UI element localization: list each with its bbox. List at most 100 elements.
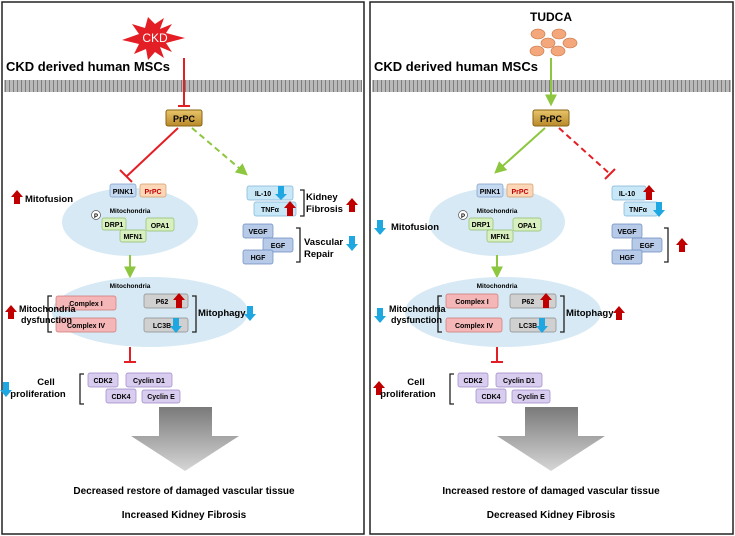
right-dysfunction-down-arrow — [374, 308, 386, 323]
right-cycline-label: Cyclin E — [517, 394, 545, 401]
right-prpc-activate-line — [494, 127, 546, 174]
left-cdk4-box — [105, 388, 137, 404]
left-dysfunction-label-2: dysfunction — [21, 315, 72, 325]
right-mfn1-label: MFN1 — [490, 234, 509, 241]
left-pink1-label: PINK1 — [113, 189, 134, 196]
left-cyclind1-label: Cyclin D1 — [133, 378, 165, 385]
left-outcome-1: Decreased restore of damaged vascular ti… — [73, 486, 295, 497]
right-opa1-label: OPA1 — [518, 223, 537, 230]
right-mito-top-label: Mitochondria — [477, 208, 518, 215]
left-prpc-mito-box — [139, 183, 167, 198]
left-tnfa-box — [253, 201, 297, 217]
right-cdk4-label: CDK4 — [481, 394, 500, 401]
left-opa1-box — [145, 217, 175, 232]
right-dysfunction-label-1: Mitochondria — [389, 304, 446, 314]
left-complex4-box — [55, 317, 117, 333]
left-hgf-box — [242, 249, 274, 265]
left-prolif-down-arrow — [0, 382, 12, 397]
left-cyclind1-box — [125, 372, 173, 388]
right-prpc-inhibit-dashed — [558, 127, 611, 175]
right-mfn1-box — [486, 229, 514, 243]
right-prolif-bracket — [449, 373, 454, 405]
left-mitophagy-label: Mitophagy — [198, 308, 246, 319]
left-vascular-down-arrow — [346, 236, 358, 251]
left-repair-label: Repair — [304, 249, 334, 260]
right-lc3b-label: LC3B — [519, 323, 537, 330]
right-cycline-box — [511, 389, 551, 404]
left-mito-top-ellipse — [62, 188, 198, 256]
right-prpc-inhibit-bar — [604, 168, 616, 180]
right-mito-top-ellipse — [429, 188, 565, 256]
left-p62-label: P62 — [156, 299, 169, 306]
right-pink1-box — [476, 183, 504, 198]
right-cell-prolif-label-2: proliferation — [380, 389, 436, 400]
right-il10-label: IL-10 — [619, 191, 635, 198]
left-cycline-box — [141, 389, 181, 404]
left-mfn1-label: MFN1 — [123, 234, 142, 241]
left-prolif-bracket — [79, 373, 84, 405]
left-dysfunction-label-1: Mitochondria — [19, 304, 76, 314]
right-vegf-box — [611, 223, 643, 239]
left-phospho-circle — [91, 210, 101, 220]
left-cdk4-label: CDK4 — [111, 394, 130, 401]
right-vegf-label: VEGF — [617, 229, 637, 236]
left-drp1-label: DRP1 — [105, 222, 124, 229]
right-prpc-label: PrPC — [540, 114, 563, 124]
right-prolif-up-arrow — [373, 381, 385, 395]
right-tnfa-down-arrow — [653, 202, 665, 217]
right-outcome-arrow — [497, 407, 605, 471]
right-cell-prolif-label-1: Cell — [407, 377, 424, 388]
left-complex1-label: Complex I — [69, 301, 103, 308]
right-vascular-bracket — [664, 227, 669, 263]
right-mitofusion-label: Mitofusion — [391, 222, 439, 233]
right-complex1-box — [445, 293, 499, 309]
right-prpc-receptor — [532, 109, 570, 127]
left-egf-label: EGF — [271, 243, 286, 250]
left-egf-box — [262, 237, 294, 253]
right-mitophagy-bracket — [560, 295, 565, 333]
left-outcome-2: Increased Kidney Fibrosis — [122, 510, 247, 521]
tudca-label: TUDCA — [530, 10, 572, 24]
right-pink1-label: PINK1 — [480, 189, 501, 196]
left-p62-up-arrow — [173, 293, 185, 308]
right-prpc-mito-label: PrPC — [511, 189, 528, 196]
right-outcome-2: Decreased Kidney Fibrosis — [487, 510, 616, 521]
ckd-label: CKD — [142, 31, 168, 45]
right-mitofusion-down-arrow — [374, 220, 386, 235]
right-egf-label: EGF — [640, 243, 655, 250]
left-panel — [1, 1, 365, 535]
left-cdk2-label: CDK2 — [93, 378, 112, 385]
left-panel-content: CKD CKD derived human MSCs PrPC PINK1 Pr… — [0, 17, 358, 521]
right-phospho-label: P — [461, 214, 465, 220]
left-hgf-label: HGF — [251, 255, 267, 262]
right-drp1-label: DRP1 — [472, 222, 491, 229]
right-cdk4-box — [475, 388, 507, 404]
left-fibrosis-bracket — [300, 189, 305, 217]
left-mito-bottom-label: Mitochondria — [110, 283, 151, 290]
left-dysfunction-bracket — [47, 295, 52, 333]
right-cyclind1-box — [495, 372, 543, 388]
right-cdk2-box — [457, 372, 489, 388]
left-vascular-bracket — [296, 227, 301, 263]
right-p62-up-arrow — [540, 293, 552, 308]
left-il10-down-arrow — [275, 186, 287, 200]
left-phospho-label: P — [94, 214, 98, 220]
right-phospho-circle — [458, 210, 468, 220]
left-vascular-label: Vascular — [304, 237, 343, 248]
right-vascular-up-arrow — [676, 238, 688, 252]
right-mitophagy-label: Mitophagy — [566, 308, 614, 319]
left-prpc-inhibit-bar — [119, 169, 133, 183]
right-p62-label: P62 — [522, 299, 535, 306]
right-panel — [369, 1, 734, 535]
right-mitophagy-up-arrow — [613, 306, 625, 320]
left-tnfa-label: TNFα — [261, 207, 280, 214]
left-prpc-activate-dashed — [191, 127, 248, 176]
right-mito-bottom-label: Mitochondria — [477, 283, 518, 290]
left-cdk2-box — [87, 372, 119, 388]
left-fibrosis-up-arrow — [346, 198, 358, 212]
right-complex4-label: Complex IV — [455, 323, 493, 330]
right-egf-box — [631, 237, 663, 253]
left-mitofusion-up-arrow — [11, 190, 23, 204]
right-drp1-box — [468, 217, 494, 231]
